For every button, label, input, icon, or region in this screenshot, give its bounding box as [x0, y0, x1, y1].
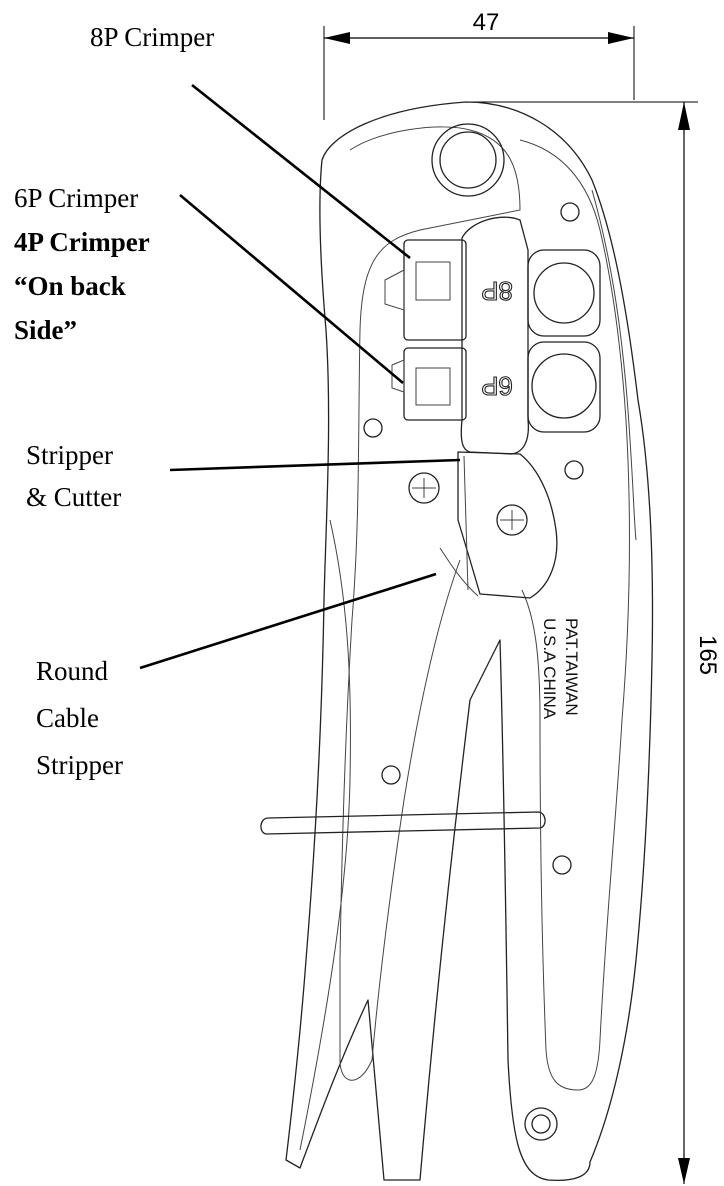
- patent-marking: PAT.TAIWAN: [562, 618, 581, 716]
- label-8p-text: 8P Crimper: [90, 22, 215, 52]
- label-6p-text: 6P Crimper: [14, 183, 139, 213]
- right-handle-strip: [591, 189, 637, 541]
- label-stripper-cutter: Stripper & Cutter: [26, 434, 121, 518]
- stripper-plate: [408, 451, 558, 599]
- label-round-line1: Round: [36, 656, 109, 686]
- left-handle-channel: [339, 126, 521, 1081]
- label-4p-text: 4P Crimper: [14, 227, 150, 257]
- label-stripper-line1: Stripper: [26, 440, 113, 470]
- label-stripper-line2: & Cutter: [26, 482, 122, 512]
- die-8p-marking: 8P: [481, 276, 513, 306]
- height-dimension: 165: [466, 101, 721, 1184]
- label-round-cable-stripper: Round Cable Stripper: [36, 648, 123, 789]
- label-on-back-line1: “On back: [14, 271, 126, 301]
- height-value: 165: [694, 635, 721, 675]
- die-6p-marking: 6P: [481, 371, 513, 401]
- label-round-line3: Stripper: [36, 750, 123, 780]
- tool-outline: [285, 101, 654, 1182]
- rivets: [363, 202, 584, 875]
- origin-marking: U.S.A CHINA: [540, 618, 559, 720]
- top-pivot: [431, 123, 505, 197]
- die-block: 8P 6P: [384, 216, 601, 455]
- label-on-back-line2: Side”: [14, 315, 78, 345]
- latch-rod: [260, 811, 558, 1141]
- label-round-line2: Cable: [36, 703, 99, 733]
- right-handle-channel: [519, 139, 630, 1091]
- label-6p-4p-crimper: 6P Crimper 4P Crimper “On back Side”: [14, 176, 150, 352]
- width-dimension: 47: [323, 9, 635, 120]
- leader-lines: [139, 83, 461, 670]
- width-value: 47: [473, 9, 500, 36]
- label-8p-crimper: 8P Crimper: [90, 18, 214, 56]
